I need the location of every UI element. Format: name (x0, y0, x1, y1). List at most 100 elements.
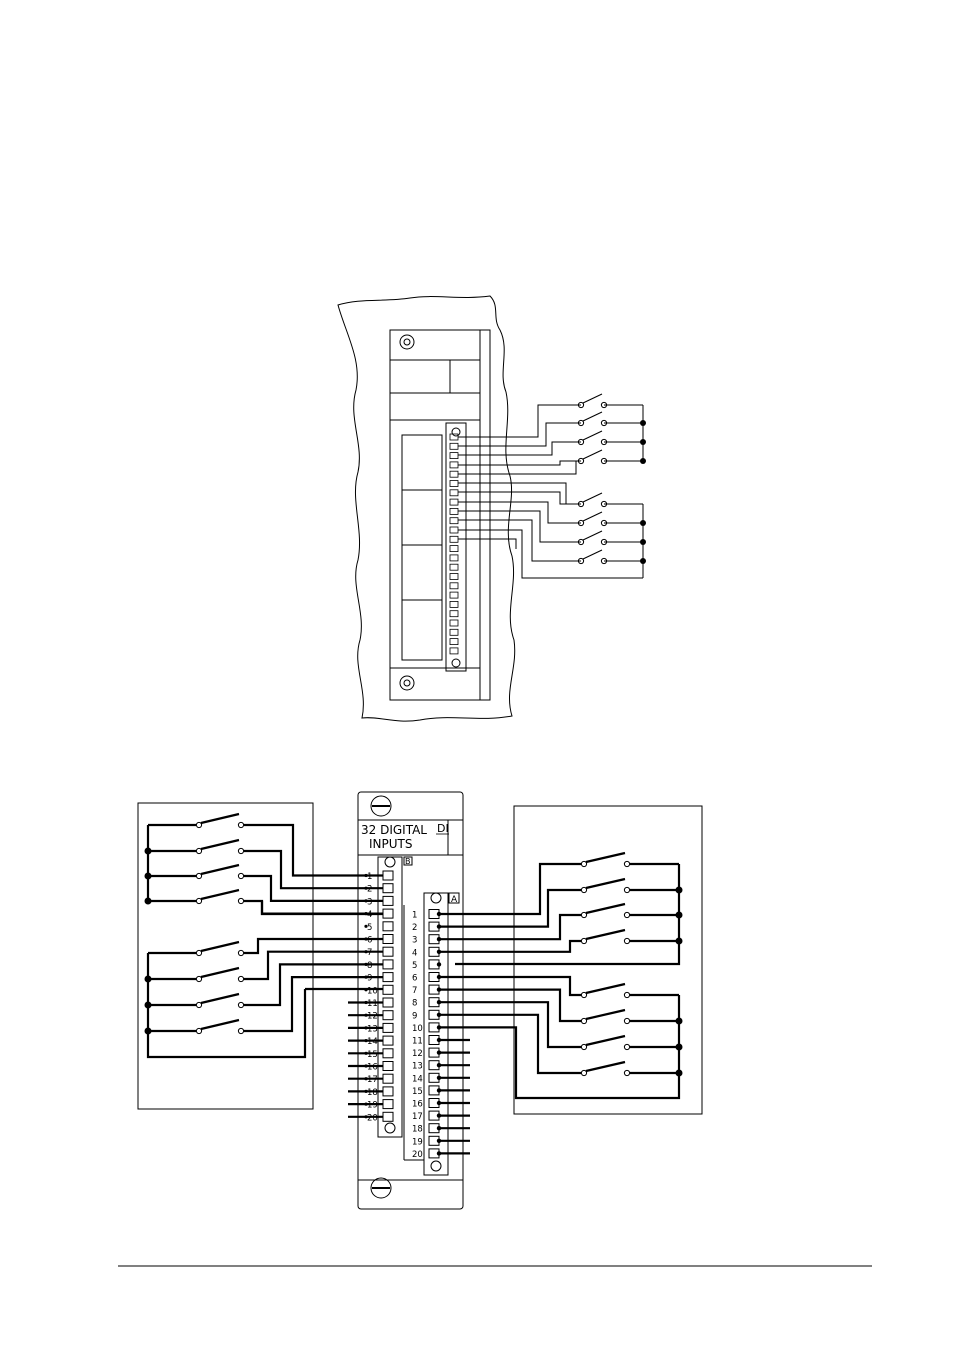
junction-dot (364, 924, 368, 928)
junction-dot (436, 1075, 442, 1081)
junction-dot (364, 1064, 368, 1068)
terminal (382, 946, 394, 957)
terminal-number-b: 1 (367, 872, 372, 882)
terminal (449, 535, 459, 543)
slot-screw-icon (370, 1177, 392, 1199)
switch-icon (580, 928, 631, 945)
wire (244, 963, 383, 1007)
junction-dot (640, 439, 646, 445)
terminal (382, 972, 394, 983)
switch-icon (580, 1008, 631, 1025)
junction-dot (436, 949, 442, 954)
junction-dot (144, 975, 152, 983)
junction-dot (436, 1138, 442, 1144)
wire (439, 988, 581, 1023)
terminal (449, 573, 459, 580)
junction-dot (436, 1012, 442, 1017)
terminal-number-a: 8 (412, 999, 417, 1009)
terminal-number-b: 13 (367, 1024, 378, 1034)
terminal-number-a: 1 (412, 911, 417, 921)
terminal-number-a: 15 (412, 1087, 423, 1097)
junction-dot (364, 1013, 368, 1017)
switch-contact (195, 975, 203, 983)
terminal (449, 507, 459, 515)
switch-contact (237, 872, 245, 880)
junction-dot (436, 1126, 442, 1131)
switch-icon (580, 902, 631, 919)
switch-contact (580, 1069, 588, 1077)
junction-dot (640, 539, 646, 545)
switch-blade (585, 1034, 626, 1047)
junction-dot (436, 1025, 442, 1030)
switch-contact (195, 1027, 203, 1035)
terminal (449, 526, 459, 534)
terminal-number-a: 2 (412, 923, 417, 933)
wire (458, 529, 643, 579)
junction-dot (364, 950, 368, 954)
terminal-screw-icon (430, 1160, 442, 1172)
junction-dot (436, 974, 442, 980)
panel-cutout-outline (337, 295, 516, 722)
switch-contact (580, 886, 588, 894)
mounting-screw-icon (399, 334, 415, 350)
terminal (449, 628, 459, 636)
terminal (382, 870, 394, 881)
terminal-number-b: 2 (367, 885, 372, 895)
wire (244, 874, 383, 903)
terminal (449, 489, 459, 497)
wire (439, 1013, 581, 1075)
junction-dot (364, 937, 368, 941)
terminal (382, 883, 394, 894)
terminal (382, 1111, 394, 1122)
switch-blade (585, 877, 626, 890)
terminal (382, 997, 394, 1008)
terminal-number-a: 20 (412, 1150, 423, 1160)
switch-blade (585, 902, 626, 915)
terminal (382, 1035, 394, 1046)
junction-dot (364, 1077, 368, 1081)
switch-contact (623, 1017, 631, 1025)
switch-contact (237, 1027, 245, 1035)
terminal-number-a: 7 (412, 986, 417, 996)
switch-icon (577, 511, 608, 527)
switch-blade (582, 393, 603, 404)
switch-contact (623, 911, 631, 919)
terminal-number-b: 11 (367, 999, 378, 1009)
junction-dot (364, 1026, 368, 1030)
switch-blade (200, 940, 240, 953)
terminal-number-b: 16 (367, 1063, 378, 1073)
switch-blade (582, 411, 603, 422)
junction-dot (436, 1151, 442, 1156)
junction-dot (675, 886, 683, 894)
junction-dot (436, 1037, 442, 1043)
wire (458, 422, 581, 447)
terminal (449, 554, 459, 562)
connector-b-label: B (405, 857, 411, 866)
terminal (449, 601, 459, 608)
switch-contact (195, 847, 203, 855)
switch-icon (195, 966, 245, 983)
terminal-number-b: 15 (367, 1050, 378, 1060)
terminal-number-b: 7 (367, 948, 372, 958)
terminal-number-b: 8 (367, 961, 372, 971)
terminal-number-a: 16 (412, 1100, 423, 1110)
junction-dot (640, 558, 646, 564)
switch-icon (577, 393, 608, 409)
left-switch-enclosure (137, 802, 314, 1110)
terminal (449, 582, 459, 590)
right-switch-enclosure (513, 805, 703, 1115)
terminal (382, 1073, 394, 1084)
switch-icon (580, 1034, 631, 1051)
terminal-number-a: 19 (412, 1137, 423, 1147)
junction-dot (144, 872, 152, 880)
terminal-number-a: 18 (412, 1125, 423, 1135)
terminal (449, 517, 459, 525)
junction-dot (640, 520, 646, 526)
wire (458, 510, 581, 543)
wire (458, 441, 581, 456)
switch-icon (577, 449, 608, 465)
terminal (449, 591, 459, 599)
switch-contact (195, 872, 203, 880)
terminal (382, 1048, 394, 1059)
wire (455, 864, 681, 966)
